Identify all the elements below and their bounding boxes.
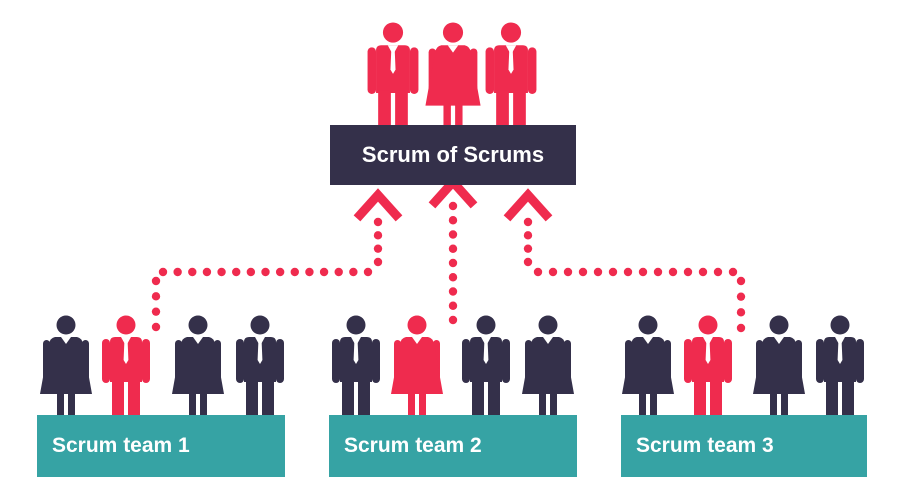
scrum-team-1-label: Scrum team 1 [52,434,190,457]
scrum-team-2-box: Scrum team 2 [329,415,577,477]
team-2-member-3-figure [462,315,510,424]
team-3-member-2-figure [684,315,732,424]
team-2-member-4-figure [522,315,574,424]
team-1-member-4-figure [236,315,284,424]
arrow-up-icon [353,188,403,222]
sos-member-3-figure [485,22,537,138]
scrum-team-3-label: Scrum team 3 [636,434,774,457]
team-1-member-2-figure [102,315,150,424]
scrum-of-scrums-label: Scrum of Scrums [361,142,545,167]
scrum-team-3-box: Scrum team 3 [621,415,867,477]
arrow-up-icon [428,175,478,209]
team-1-member-3-figure [172,315,224,424]
sos-member-1-figure [367,22,419,138]
sos-member-2-figure [425,22,481,138]
arrow-up-icon [503,188,553,222]
team-3-member-3-figure [753,315,805,424]
people [40,22,864,424]
scrum-of-scrums-box: Scrum of Scrums [330,125,576,185]
team-2-member-2-figure [391,315,443,424]
connector-team-2 [448,201,458,325]
scrum-team-1-box: Scrum team 1 [37,415,285,477]
scrum-team-2-label: Scrum team 2 [344,434,482,457]
connector-team-3 [523,217,746,333]
team-2-member-1-figure [332,315,380,424]
team-1-member-1-figure [40,315,92,424]
connector-team-1 [151,217,383,332]
connectors [151,175,746,333]
team-3-member-1-figure [622,315,674,424]
team-3-member-4-figure [816,315,864,424]
